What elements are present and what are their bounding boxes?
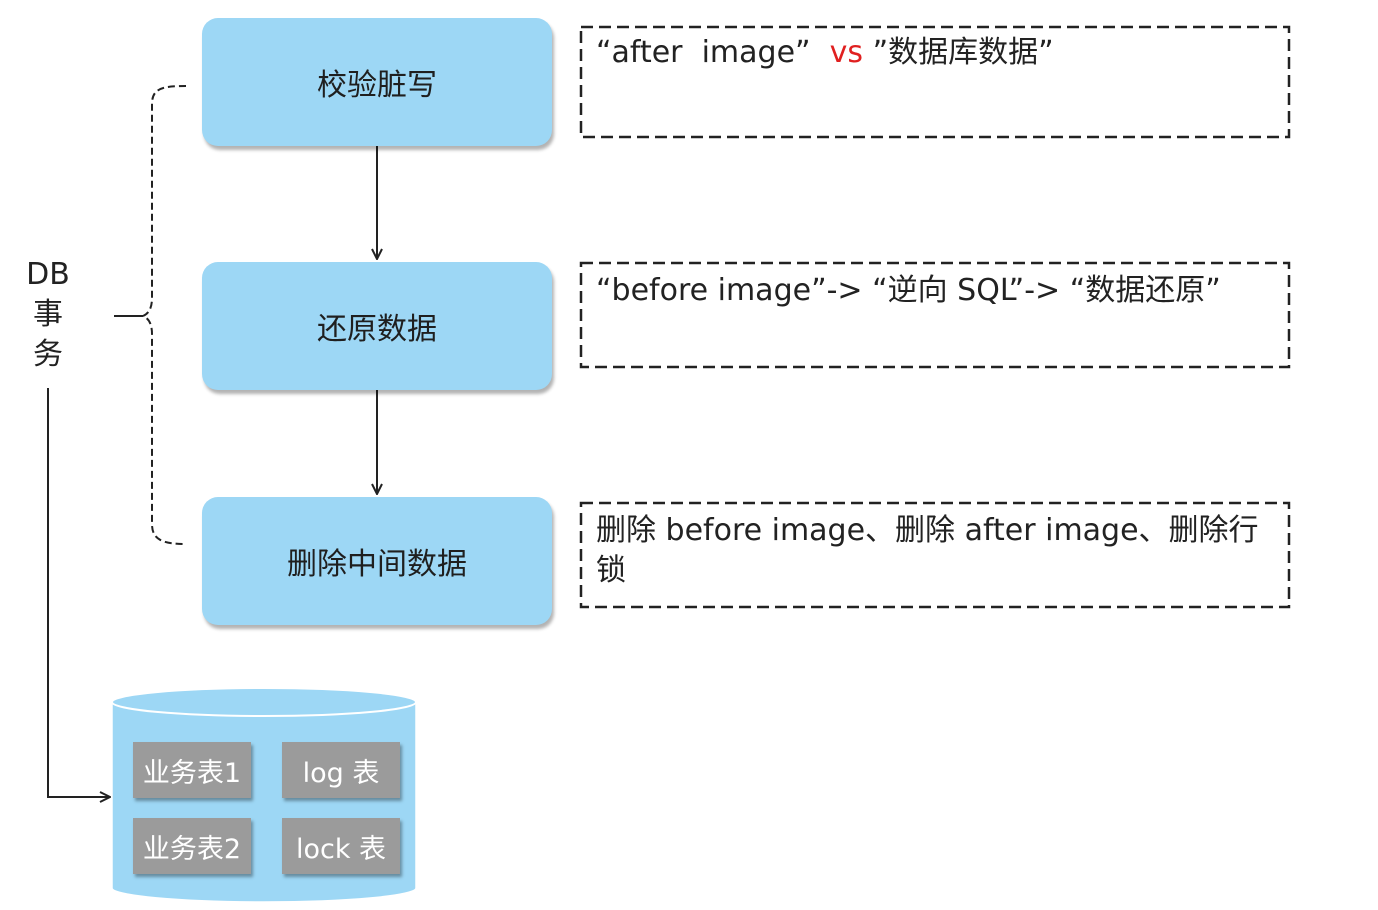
table-label: lock 表 xyxy=(295,833,387,865)
note-frame-2 xyxy=(579,261,1291,369)
table-label: 业务表2 xyxy=(142,833,242,865)
table-business-1: 业务表1 xyxy=(133,742,251,798)
db-label-line: 务 xyxy=(33,337,63,372)
transaction-brace xyxy=(140,85,187,545)
note-delete: 删除 before image、删除 after image、删除行锁 xyxy=(596,511,1276,591)
note-dirty-write: “after image” vs ”数据库数据” xyxy=(596,33,1276,73)
step-label: 删除中间数据 xyxy=(287,547,467,582)
note-frame-1 xyxy=(579,25,1291,139)
table-log: log 表 xyxy=(282,742,400,798)
table-lock: lock 表 xyxy=(282,818,400,874)
note-text: “before image”-> “逆向 SQL”-> “数据还原” xyxy=(596,273,1221,308)
table-label: log 表 xyxy=(302,757,380,789)
table-label: 业务表1 xyxy=(142,757,242,789)
step-label: 校验脏写 xyxy=(317,68,437,103)
note-restore: “before image”-> “逆向 SQL”-> “数据还原” xyxy=(596,271,1276,311)
step-check-dirty-write: 校验脏写 xyxy=(202,18,552,146)
note-text: 删除 before image、删除 after image、删除行锁 xyxy=(596,513,1259,588)
vs-highlight: vs xyxy=(829,35,864,70)
note-frame-3 xyxy=(579,501,1291,609)
db-label-line: DB xyxy=(26,257,70,292)
db-arrow xyxy=(47,388,110,797)
step-delete-intermediate-data: 删除中间数据 xyxy=(202,497,552,625)
db-transaction-label: DB 事 务 xyxy=(22,255,74,375)
note-text: “after image” xyxy=(596,35,830,70)
step-restore-data: 还原数据 xyxy=(202,262,552,390)
note-text: ”数据库数据” xyxy=(863,35,1054,70)
step-label: 还原数据 xyxy=(317,312,437,347)
table-business-2: 业务表2 xyxy=(133,818,251,874)
db-label-line: 事 xyxy=(33,297,63,332)
